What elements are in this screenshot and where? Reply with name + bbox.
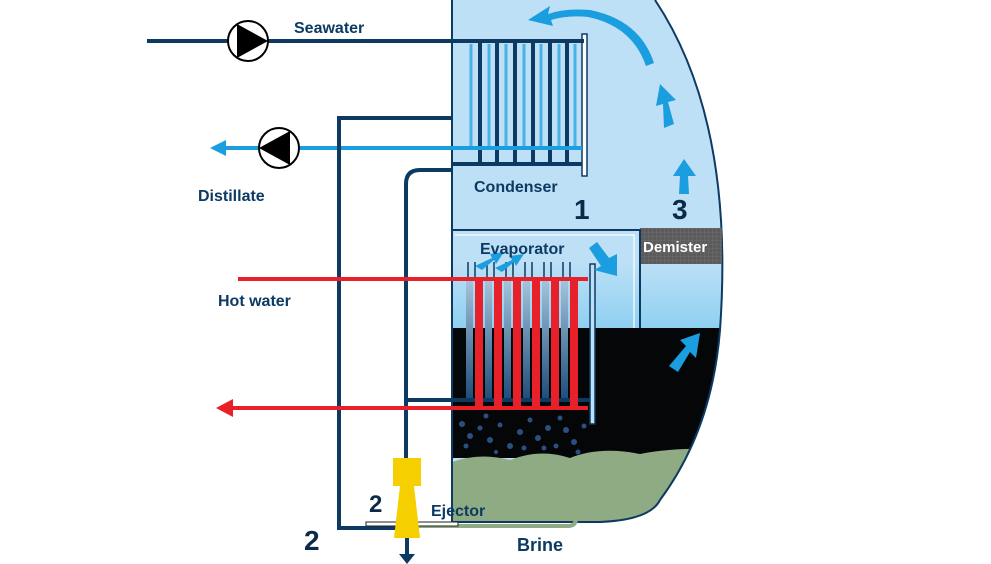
hot-water-arrow-icon	[216, 399, 233, 417]
condenser-bundle	[452, 33, 588, 177]
distillate-arrow-icon	[210, 140, 226, 156]
vapor-up-arrow-icon	[656, 84, 676, 128]
ejector-suction-line	[404, 168, 452, 462]
vapor-up-arrow-icon	[673, 159, 696, 194]
ejector-label: Ejector	[431, 503, 485, 520]
evaporator-vapor-arrow-icon	[475, 252, 504, 270]
brine-pool	[452, 448, 723, 522]
vapor-flow-arrows	[475, 6, 700, 372]
distillate-label: Distillate	[198, 188, 265, 205]
demister-label: Demister	[643, 239, 707, 256]
evaporator-down-arrow-icon	[589, 242, 617, 276]
vapor-rise-arrow-icon	[669, 333, 700, 372]
evaporator-label: Evaporator	[480, 241, 564, 258]
ejector-nozzle-icon	[393, 458, 421, 538]
evaporator-vapor-arrow-icon	[495, 254, 524, 272]
stage-number-2-ejector: 2	[369, 491, 382, 518]
seawater-label: Seawater	[294, 20, 364, 37]
brine-label: Brine	[517, 535, 563, 555]
brine-line	[408, 488, 578, 528]
seawater-pump-icon[interactable]	[227, 20, 269, 62]
evaporator-bundle	[466, 262, 596, 425]
demister: Demister	[640, 228, 722, 264]
vapor-arc-arrow-icon	[528, 6, 654, 66]
bubbles	[459, 413, 587, 455]
condenser-label: Condenser	[474, 179, 558, 196]
distillate-pump-icon[interactable]	[258, 127, 300, 169]
evaporator-enclosure	[452, 229, 641, 328]
stage-number-2-outlet: 2	[304, 525, 320, 556]
ejector-supply-line	[337, 116, 452, 530]
stage-number-3: 3	[672, 194, 688, 225]
stage-number-1: 1	[574, 194, 590, 225]
outlet-arrow-icon	[399, 554, 415, 564]
hot-water-label: Hot water	[218, 293, 291, 310]
